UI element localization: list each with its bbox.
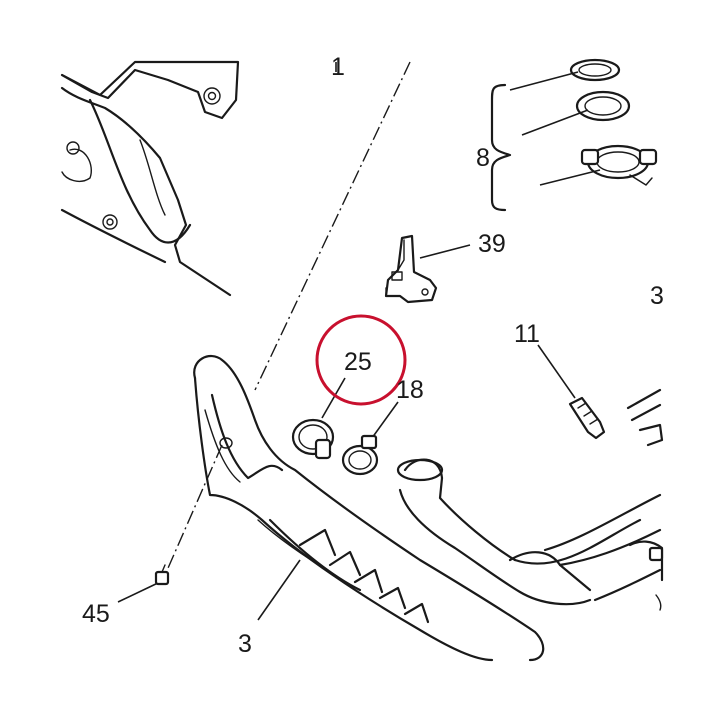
right-edge-parts xyxy=(626,388,664,611)
callout-3-right: 3 xyxy=(650,282,664,310)
callout-18: 18 xyxy=(396,376,424,404)
exhaust-pipe xyxy=(396,458,662,606)
clamp-gasket-set xyxy=(490,58,658,212)
assembly-axis-lower xyxy=(164,444,223,576)
leader-3 xyxy=(257,559,301,621)
callout-39: 39 xyxy=(478,230,506,258)
muffler-heat-shield xyxy=(193,354,545,662)
bracket-39 xyxy=(384,234,471,304)
upper-body-panel xyxy=(60,60,240,297)
clamp-25 xyxy=(291,377,346,460)
callout-1: 1 xyxy=(331,53,345,81)
bolt-45 xyxy=(117,564,170,603)
callout-25: 25 xyxy=(344,348,372,376)
callout-3: 3 xyxy=(238,630,252,658)
highlight-circle xyxy=(315,314,407,406)
callout-11: 11 xyxy=(514,320,540,348)
assembly-axis-upper xyxy=(254,61,411,391)
sensor-11 xyxy=(537,344,606,440)
clamp-18 xyxy=(341,401,399,476)
callout-8: 8 xyxy=(476,144,490,172)
callout-45: 45 xyxy=(82,600,110,628)
bracket-brace xyxy=(490,83,512,212)
